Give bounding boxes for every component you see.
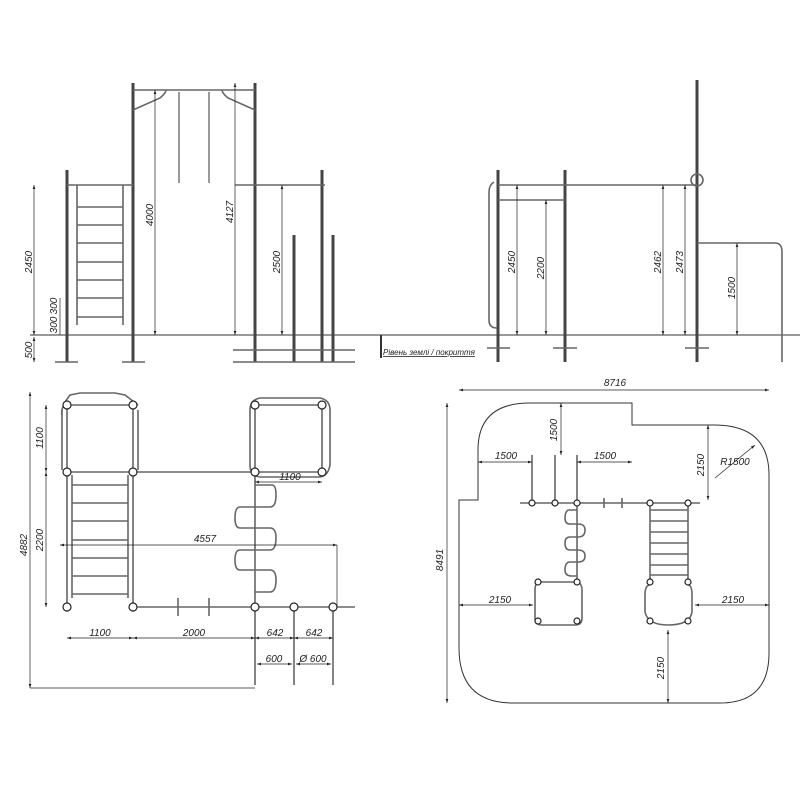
dim-4000: 4000 [145, 203, 156, 226]
dim-diameter-600: Ø 600 [298, 654, 327, 665]
dim-500: 500 [24, 341, 35, 358]
dim-4127: 4127 [225, 200, 236, 223]
dim-2473: 2473 [675, 250, 686, 274]
dim-2200: 2200 [536, 256, 547, 280]
site-post-nodes [528, 499, 692, 625]
site-plan: 8716 8491 1500 1500 1500 2150 R1500 2150… [435, 378, 770, 704]
dim-1100: 1100 [35, 427, 46, 449]
front-elevation: 2450 500 300 300 4000 4127 2500 Рівень з… [24, 83, 476, 363]
dim-2462: 2462 [653, 250, 664, 274]
dim-600: 600 [266, 654, 283, 665]
dim-2200: 2200 [35, 528, 46, 552]
dim-2000: 2000 [182, 628, 206, 639]
dim-8716: 8716 [604, 378, 627, 389]
dim-1500-right: 1500 [594, 451, 617, 462]
plan-view: 4882 1100 2200 4557 1100 1100 2000 642 6… [19, 392, 355, 689]
dim-300a: 300 [49, 297, 60, 314]
dim-2150-top: 2150 [696, 453, 707, 477]
dim-4557: 4557 [194, 534, 217, 545]
safety-zone-outline [458, 402, 770, 704]
dim-4882: 4882 [19, 533, 30, 556]
ladder-rungs [77, 206, 123, 318]
dim-r1500: R1500 [720, 457, 750, 468]
dim-642a: 642 [267, 628, 284, 639]
ground-level-label: Рівень землі / покриття [383, 348, 476, 357]
dim-1500-left: 1500 [495, 451, 518, 462]
side-elevation: 2450 2200 2462 2473 1500 [380, 80, 800, 362]
dim-300b: 300 [49, 316, 60, 333]
dim-2500: 2500 [272, 250, 283, 274]
dim-2450: 2450 [24, 250, 35, 274]
dim-2450: 2450 [507, 250, 518, 274]
post-nodes [62, 400, 338, 612]
dim-8491: 8491 [435, 549, 446, 571]
dim-642b: 642 [306, 628, 323, 639]
dim-1500-vertical: 1500 [549, 418, 560, 441]
dim-1100-right: 1100 [279, 472, 301, 483]
dim-2150-left: 2150 [488, 595, 512, 606]
dim-2150-right: 2150 [721, 595, 745, 606]
dim-1500: 1500 [727, 276, 738, 299]
dim-2150-bottom: 2150 [656, 656, 667, 680]
dim-1100-bottom: 1100 [89, 628, 111, 639]
